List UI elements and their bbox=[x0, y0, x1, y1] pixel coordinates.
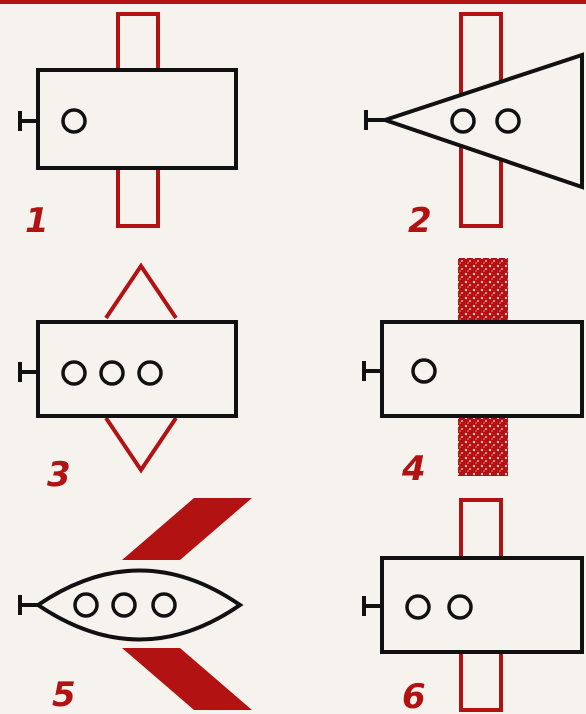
fuselage bbox=[378, 52, 584, 190]
figure-2: 2 bbox=[364, 12, 584, 241]
fuselage bbox=[36, 68, 238, 170]
wing-upper bbox=[459, 498, 503, 560]
fuselage bbox=[34, 568, 244, 642]
wing-upper bbox=[116, 12, 160, 72]
porthole bbox=[450, 108, 476, 134]
figure-label: 2 bbox=[408, 201, 432, 241]
wing-upper bbox=[104, 262, 178, 320]
wing-upper bbox=[458, 258, 508, 322]
wing-lower bbox=[459, 650, 503, 712]
wing-upper bbox=[122, 498, 252, 560]
top-border bbox=[0, 0, 586, 4]
figure-4: 4 bbox=[362, 258, 584, 489]
wing-lower bbox=[458, 416, 508, 476]
porthole bbox=[61, 360, 87, 386]
figure-label: 1 bbox=[25, 201, 49, 241]
porthole bbox=[151, 592, 177, 618]
wing-lower bbox=[104, 416, 178, 474]
porthole bbox=[73, 592, 99, 618]
figure-label: 6 bbox=[402, 677, 426, 714]
porthole bbox=[447, 594, 473, 620]
figure-1: 1 bbox=[18, 12, 238, 241]
porthole bbox=[61, 108, 87, 134]
figure-3: 3 bbox=[18, 262, 238, 495]
porthole bbox=[495, 108, 521, 134]
figure-label: 5 bbox=[52, 675, 76, 714]
fuselage bbox=[380, 556, 584, 654]
porthole bbox=[405, 594, 431, 620]
wing-lower bbox=[122, 648, 252, 710]
fuselage bbox=[380, 320, 584, 418]
figure-label: 4 bbox=[401, 449, 426, 489]
fuselage bbox=[36, 320, 238, 418]
porthole bbox=[99, 360, 125, 386]
wing-lower bbox=[116, 166, 160, 228]
figure-5: 5 bbox=[18, 498, 252, 714]
figure-6: 6 bbox=[362, 498, 584, 714]
porthole bbox=[111, 592, 137, 618]
porthole bbox=[411, 358, 437, 384]
figure-label: 3 bbox=[47, 455, 71, 495]
porthole bbox=[137, 360, 163, 386]
